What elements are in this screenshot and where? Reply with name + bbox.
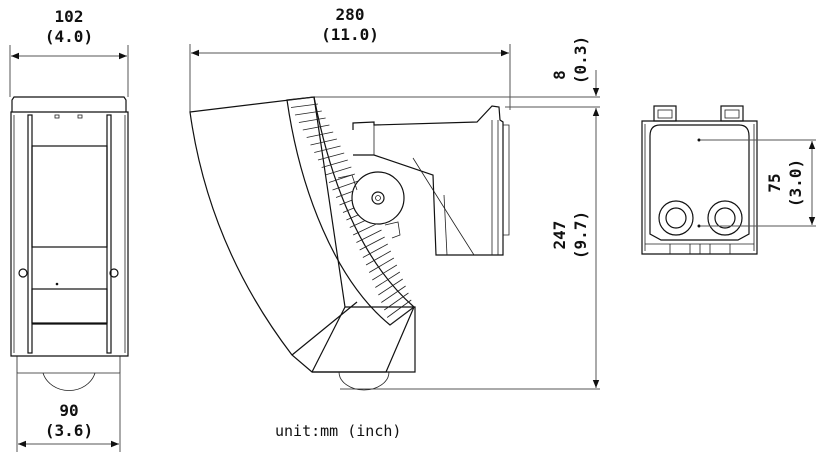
rear-view bbox=[641, 105, 816, 255]
fin bbox=[386, 299, 412, 318]
fin bbox=[372, 264, 398, 281]
fin bbox=[325, 166, 352, 176]
front-view bbox=[9, 45, 129, 452]
height-inch: (9.7) bbox=[571, 211, 590, 259]
base-width-inch: (3.6) bbox=[45, 421, 93, 440]
fin bbox=[375, 271, 401, 288]
hole-spacing-inch: (3.0) bbox=[786, 159, 805, 207]
fin bbox=[286, 96, 315, 101]
fin bbox=[317, 152, 345, 161]
fin bbox=[356, 229, 382, 243]
base-width-mm: 90 bbox=[59, 401, 78, 420]
depth-mm: 280 bbox=[336, 5, 365, 24]
top-offset-mm: 8 bbox=[550, 70, 569, 80]
front-width-inch: (4.0) bbox=[45, 27, 93, 46]
front-width-mm: 102 bbox=[55, 7, 84, 26]
unit-label: unit:mm (inch) bbox=[275, 422, 401, 440]
fin bbox=[352, 222, 379, 236]
depth-inch: (11.0) bbox=[321, 25, 379, 44]
fin bbox=[298, 117, 326, 123]
fin bbox=[310, 138, 337, 146]
fin bbox=[384, 292, 409, 311]
top-offset-inch: (0.3) bbox=[571, 36, 590, 84]
fin bbox=[294, 110, 322, 116]
fin bbox=[362, 243, 388, 258]
fin bbox=[332, 180, 359, 191]
fin bbox=[290, 103, 318, 108]
hole-spacing-mm: 75 bbox=[765, 173, 784, 192]
fin bbox=[302, 124, 330, 131]
fin bbox=[314, 145, 341, 153]
fin bbox=[306, 131, 334, 138]
side-view bbox=[189, 44, 600, 391]
fin bbox=[389, 306, 415, 326]
fin bbox=[321, 159, 348, 168]
heat-sink-fins bbox=[286, 96, 415, 326]
fin bbox=[368, 257, 395, 273]
height-mm: 247 bbox=[550, 221, 569, 250]
fin bbox=[381, 285, 406, 303]
fin bbox=[378, 278, 403, 296]
fin bbox=[359, 236, 385, 251]
fin bbox=[365, 250, 392, 266]
